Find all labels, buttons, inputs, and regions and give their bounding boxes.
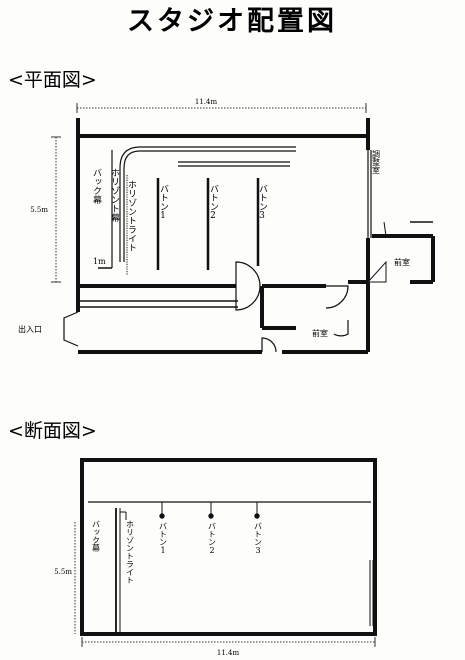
bottom-anteroom-label: 前室: [312, 328, 328, 338]
plan-back-curtain-label: バック幕: [91, 168, 102, 204]
section-height-dimension: 5.5m: [54, 522, 76, 634]
plan-horizon-curtain-label: ホリゾント幕: [109, 168, 120, 222]
plan-heading: <平面図>: [8, 69, 97, 91]
plan-corridor-walls: [78, 280, 370, 354]
section-back-curtain-label: バック幕: [92, 520, 101, 553]
section-baton1-label: バトン1: [159, 522, 168, 555]
plan-width-label: 11.4m: [195, 98, 218, 106]
section-frame: [80, 458, 377, 636]
plan-studio-walls: [76, 118, 370, 312]
plan-scale-label: 1m: [93, 257, 106, 266]
horizon-curtain-rail: [119, 146, 296, 275]
plan-height-label: 5.5m: [30, 206, 48, 214]
section-width-label: 11.4m: [217, 649, 240, 657]
entrance-label: 出入口: [18, 324, 42, 334]
right-anteroom-walls: [366, 221, 435, 284]
section-battens: [159, 502, 260, 519]
control-room-window: [367, 150, 372, 238]
section-curtains: [115, 508, 127, 632]
section-baton3-label: バトン3: [254, 522, 263, 555]
back-curtain-line: [98, 150, 113, 269]
control-room-label: 調整室: [372, 149, 381, 174]
plan-width-dimension: 11.4m: [76, 98, 367, 113]
plan-baton2-label: バトン2: [208, 184, 219, 221]
page-title: スタジオ配置図: [127, 6, 337, 37]
plan-battens: [156, 178, 260, 270]
plan-height-dimension: 5.5m: [30, 136, 61, 283]
section-horizon-light-label: ホリゾントライト: [126, 520, 135, 584]
section-baton2-label: バトン2: [208, 522, 217, 555]
plan-baton1-label: バトン1: [158, 184, 169, 221]
entrance-door: [63, 311, 79, 347]
plan-baton3-label: バトン3: [257, 184, 268, 221]
right-anteroom-label: 前室: [394, 257, 410, 267]
plan-horizon-light-label: ホリゾントライト: [126, 180, 137, 252]
section-height-label: 5.5m: [54, 568, 72, 576]
section-width-dimension: 11.4m: [81, 637, 376, 657]
plan-door-swings: [235, 261, 349, 353]
section-heading: <断面図>: [8, 420, 97, 442]
